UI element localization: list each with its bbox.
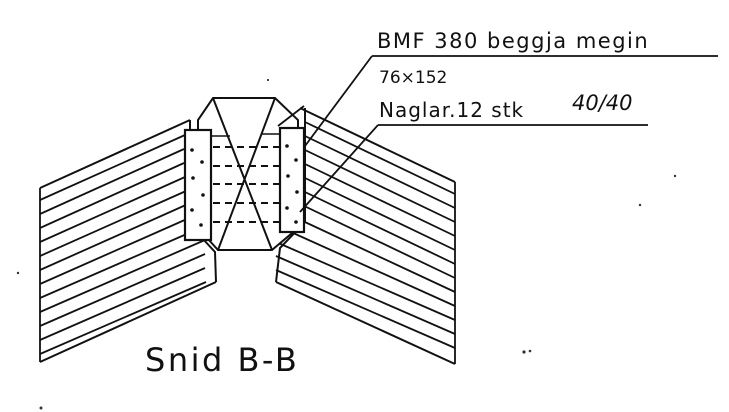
right-bracket xyxy=(262,126,306,234)
left-rafter xyxy=(39,119,217,363)
section-title: Snid B-B xyxy=(145,341,299,379)
nails-label: Naglar.12 stk xyxy=(379,98,524,122)
left-bracket xyxy=(183,128,230,242)
leader-lines xyxy=(277,55,718,213)
nail-size-label: 40/40 xyxy=(572,91,633,115)
right-rafter xyxy=(275,107,456,365)
bracket-size-label: 76×152 xyxy=(379,68,447,88)
scan-specks xyxy=(16,78,677,410)
bracket-label: BMF 380 beggja megin xyxy=(377,29,649,53)
